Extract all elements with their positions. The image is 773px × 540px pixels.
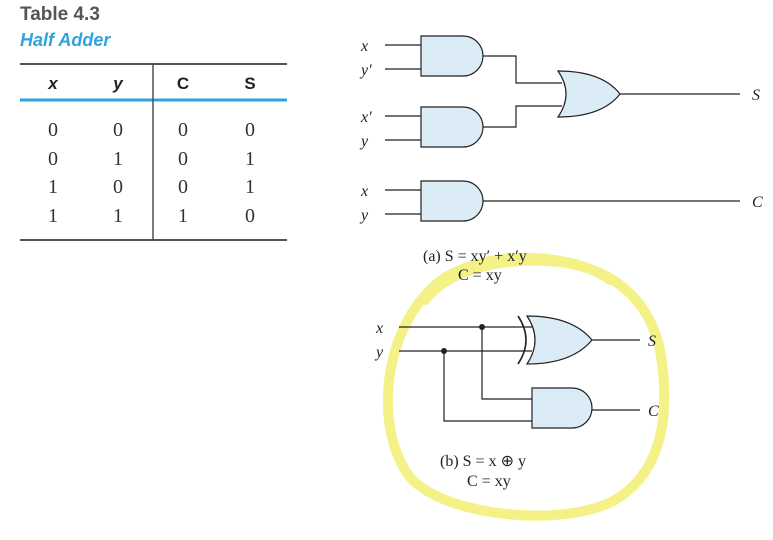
caption-b-line1: (b) S = x ⊕ y xyxy=(440,453,526,470)
junction-dots xyxy=(441,324,485,354)
input-label-y: y xyxy=(359,133,369,150)
cell-x: 1 xyxy=(48,176,58,198)
cell-c: 0 xyxy=(178,148,188,170)
output-label-s: S xyxy=(752,87,760,104)
and-gate xyxy=(420,180,484,222)
input-label-x-prime: x′ xyxy=(360,109,372,126)
highlight-circle xyxy=(382,252,670,521)
cell-y: 0 xyxy=(113,119,123,141)
header-s: S xyxy=(244,74,256,93)
cell-y: 1 xyxy=(113,205,123,227)
cell-s: 1 xyxy=(245,176,255,198)
diagram-b-caption: (b) S = x ⊕ y C = xy xyxy=(440,453,526,490)
and-gate xyxy=(420,106,484,148)
output-label-s: S xyxy=(648,333,656,350)
input-label-y: y xyxy=(374,344,384,361)
caption-a-line2: C = xy xyxy=(458,267,502,284)
table-title: Half Adder xyxy=(20,30,111,50)
input-label-x: x xyxy=(375,320,383,337)
cell-x: 0 xyxy=(48,119,58,141)
cell-c: 1 xyxy=(178,205,188,227)
or-gate xyxy=(556,70,621,118)
cell-s: 0 xyxy=(245,119,255,141)
xor-input-curve xyxy=(517,315,527,365)
diagram-b-labels: x y S C xyxy=(374,320,659,420)
cell-y: 1 xyxy=(113,148,123,170)
table-number: Table 4.3 xyxy=(20,4,100,25)
cell-s: 0 xyxy=(245,205,255,227)
cell-s: 1 xyxy=(245,148,255,170)
caption-a-line1: (a) S = xy′ + x′y xyxy=(423,248,527,265)
table-rules xyxy=(20,63,287,241)
caption-b-line2: C = xy xyxy=(467,473,511,490)
diagram-b xyxy=(399,315,640,429)
cell-c: 0 xyxy=(178,176,188,198)
header-y: y xyxy=(113,74,123,93)
input-label-x: x xyxy=(360,183,368,200)
and-gate xyxy=(531,387,593,429)
cell-y: 0 xyxy=(113,176,123,198)
header-c: C xyxy=(176,74,190,93)
cell-x: 1 xyxy=(48,205,58,227)
cell-c: 0 xyxy=(178,119,188,141)
diagram-a xyxy=(385,35,740,222)
and-gate xyxy=(420,35,484,77)
diagram-a-labels: x y′ x′ y x y S C xyxy=(359,38,763,224)
output-label-c: C xyxy=(648,403,659,420)
input-label-y: y xyxy=(359,207,369,224)
header-x: x xyxy=(48,74,58,93)
input-label-x: x xyxy=(360,38,368,55)
output-label-c: C xyxy=(752,194,763,211)
diagram-a-caption: (a) S = xy′ + x′y C = xy xyxy=(423,248,527,284)
input-label-y-prime: y′ xyxy=(359,62,372,79)
xor-gate xyxy=(525,315,593,365)
cell-x: 0 xyxy=(48,148,58,170)
